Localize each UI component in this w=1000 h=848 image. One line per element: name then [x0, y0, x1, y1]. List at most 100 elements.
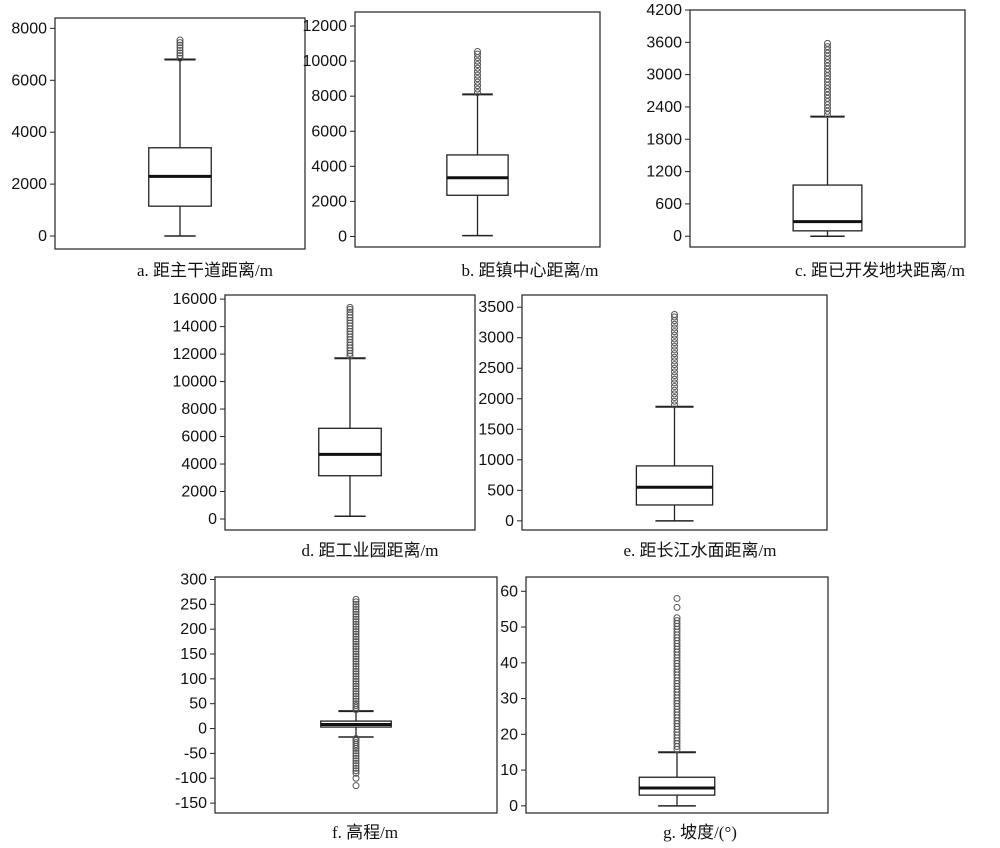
outlier-point — [346, 322, 354, 330]
outlier-point — [474, 68, 481, 76]
outlier-point — [352, 657, 360, 665]
outlier-point — [352, 747, 360, 755]
outlier-point — [346, 311, 354, 319]
outlier-point — [673, 603, 681, 611]
outlier-point — [346, 349, 354, 357]
y-tick-label: 2000 — [478, 391, 514, 408]
outlier-point — [673, 614, 681, 622]
outlier-point — [671, 397, 678, 405]
outlier-point — [474, 57, 481, 65]
y-tick-label: 20 — [500, 726, 518, 743]
outlier-point — [176, 39, 184, 47]
outlier-point — [671, 313, 678, 321]
y-tick-label: 3500 — [478, 299, 514, 316]
outlier-point — [474, 78, 481, 86]
y-tick-label: -100 — [175, 770, 207, 787]
outlier-point — [671, 311, 678, 319]
outlier-point — [346, 347, 354, 355]
outlier-point — [671, 350, 678, 358]
outlier-point — [671, 357, 678, 365]
y-tick-label: 2400 — [646, 99, 682, 116]
y-tick-label: 6000 — [11, 72, 47, 89]
plot-frame — [689, 9, 966, 248]
y-tick-label: 4000 — [181, 456, 217, 473]
outlier-point — [176, 52, 184, 60]
outlier-point — [671, 342, 678, 350]
outlier-point — [352, 633, 360, 641]
outlier-point — [352, 615, 360, 623]
outlier-point — [352, 682, 360, 690]
iqr-box — [318, 427, 382, 477]
outlier-point — [176, 54, 184, 62]
y-tick-label: 2000 — [11, 176, 47, 193]
y-tick-label: 14000 — [173, 319, 218, 336]
y-tick-label: 6000 — [311, 123, 347, 140]
y-tick-label: 4000 — [11, 124, 47, 141]
outlier-point — [352, 650, 360, 658]
outlier-point — [346, 333, 354, 341]
y-tick-label: 6000 — [181, 429, 217, 446]
outlier-point — [474, 64, 481, 72]
outlier-point — [671, 331, 678, 339]
outlier-point — [352, 762, 360, 770]
outlier-point — [352, 742, 360, 750]
iqr-box — [638, 776, 716, 796]
outlier-point — [352, 623, 360, 631]
panel-caption: e. 距长江水面距离/m — [624, 541, 777, 560]
y-tick-label: 0 — [198, 721, 207, 738]
outlier-point — [352, 605, 360, 613]
outlier-point — [824, 39, 831, 47]
plot-frame — [214, 576, 498, 814]
y-tick-label: 12000 — [303, 18, 348, 35]
y-tick-label: -50 — [184, 745, 207, 762]
y-tick-label: 10000 — [303, 53, 348, 70]
y-tick-label: 2500 — [478, 360, 514, 377]
outlier-point — [352, 608, 360, 616]
outlier-point — [671, 320, 678, 328]
panel-caption: g. 坡度/(°) — [663, 823, 737, 842]
iqr-box — [635, 465, 714, 506]
plot-frame — [54, 17, 306, 250]
outlier-point — [352, 749, 360, 757]
outlier-point — [352, 665, 360, 673]
outlier-point — [671, 368, 678, 376]
y-tick-label: 50 — [500, 619, 518, 636]
outlier-point — [352, 620, 360, 628]
outlier-point — [474, 82, 481, 90]
outlier-point — [352, 759, 360, 767]
outlier-point — [671, 346, 678, 354]
y-tick-label: 600 — [655, 196, 682, 213]
outlier-point — [671, 383, 678, 391]
y-tick-label: 50 — [189, 696, 207, 713]
outlier-point — [352, 595, 360, 603]
outlier-point — [352, 610, 360, 618]
outlier-point — [352, 635, 360, 643]
outlier-point — [352, 660, 360, 668]
y-tick-label: 8000 — [311, 88, 347, 105]
y-tick-label: -150 — [175, 795, 207, 812]
iqr-box — [792, 184, 863, 232]
outlier-point — [352, 628, 360, 636]
y-tick-label: 1200 — [646, 164, 682, 181]
y-tick-label: 1500 — [478, 421, 514, 438]
outlier-point — [352, 752, 360, 760]
outlier-point — [352, 754, 360, 762]
outlier-point — [352, 685, 360, 693]
outlier-point — [352, 764, 360, 772]
outlier-point — [671, 364, 678, 372]
y-tick-label: 4200 — [646, 2, 682, 19]
boxplot-panel-d: 0200040006000800010000120001400016000d. … — [173, 291, 476, 560]
outlier-point — [176, 46, 184, 54]
y-tick-label: 0 — [673, 228, 682, 245]
y-tick-label: 0 — [338, 228, 347, 245]
y-tick-label: 10000 — [173, 374, 218, 391]
panel-caption: b. 距镇中心距离/m — [462, 261, 599, 280]
outlier-point — [346, 303, 354, 311]
plot-frame — [224, 294, 476, 531]
outlier-point — [352, 638, 360, 646]
outlier-point — [346, 305, 354, 313]
outlier-point — [352, 700, 360, 708]
